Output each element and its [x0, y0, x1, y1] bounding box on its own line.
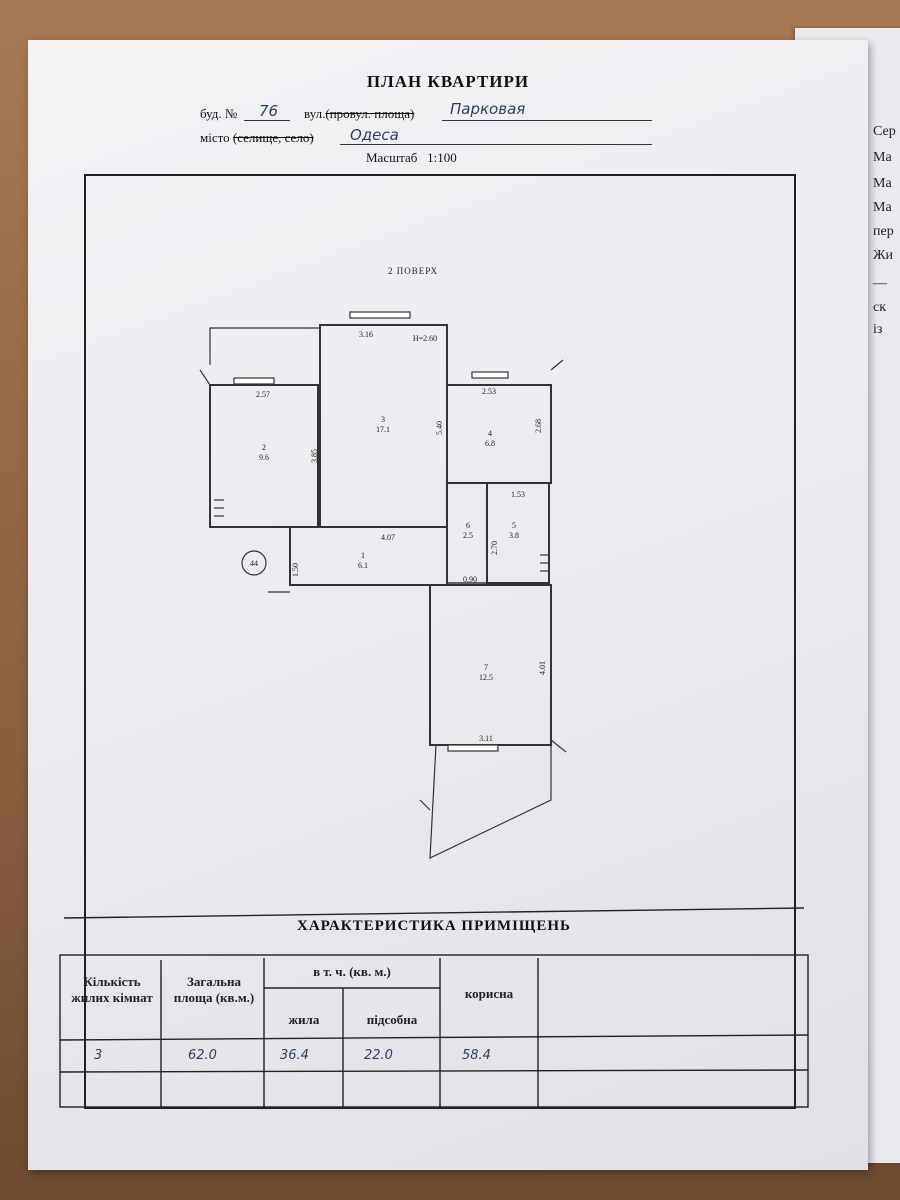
apartment-marker-circle	[241, 550, 267, 576]
right-text-line: пер	[873, 224, 894, 239]
window	[447, 744, 499, 752]
city-value: Одеса	[350, 126, 399, 144]
col-header-including: в т. ч. (кв. м.)	[313, 964, 391, 979]
right-text-line: Ма	[873, 200, 892, 215]
right-text-line: Жи	[873, 248, 894, 263]
floor-plan-document: ПЛАН КВАРТИРИ буд. № 76 вул.(провул. пло…	[28, 40, 868, 1170]
dimension-label: 3.16	[359, 330, 373, 339]
room-2-outline	[209, 384, 319, 528]
col-header-rooms: Кількість жилих кімнат	[71, 974, 153, 1005]
col-header-living: жила	[288, 1012, 320, 1027]
city-struck: (селище, село)	[232, 130, 314, 145]
room-number: 4	[488, 429, 492, 438]
value-useful: 58.4	[462, 1048, 491, 1063]
room-area: 12.5	[479, 673, 493, 682]
city-label: місто (селище, село)	[200, 130, 314, 145]
value-auxiliary: 22.0	[364, 1048, 393, 1063]
col-header-total: Загальна площа (кв.м.)	[173, 974, 255, 1005]
city-underline	[340, 144, 652, 145]
street-underline	[442, 120, 652, 121]
value-rooms: 3	[94, 1048, 103, 1063]
value-total: 62.0	[188, 1048, 217, 1063]
room-area: 6.1	[358, 561, 368, 570]
loggia	[429, 744, 552, 859]
characteristics-table-grid	[59, 907, 809, 1108]
right-text-line: Ма	[873, 176, 892, 191]
value-living: 36.4	[280, 1048, 309, 1063]
room-area: 2.5	[463, 531, 473, 540]
room-number: 3	[381, 415, 385, 424]
building-underline	[244, 120, 290, 121]
plan-frame	[84, 174, 796, 1109]
dimension-label: 2.53	[482, 387, 496, 396]
dimension-label: 2.57	[256, 390, 270, 399]
dimension-label: 3.11	[479, 734, 493, 743]
room-number: 1	[361, 551, 365, 560]
window	[471, 371, 509, 379]
room-1-outline	[289, 526, 448, 586]
dimension-label: 0.90	[463, 575, 477, 584]
right-text-line: —	[873, 276, 887, 291]
street-struck: (провул. площа)	[325, 106, 415, 121]
dimension-label: 4.07	[381, 533, 395, 542]
col-header-useful: корисна	[464, 986, 514, 1001]
room-area: 9.6	[259, 453, 269, 462]
document-title: ПЛАН КВАРТИРИ	[366, 72, 530, 91]
scale-line: Масштаб 1:100	[366, 150, 457, 165]
building-label: буд. №	[200, 106, 238, 121]
right-text-line: Сер	[873, 124, 896, 139]
col-header-auxiliary: підсобна	[366, 1012, 418, 1027]
room-area: 17.1	[376, 425, 390, 434]
apartment-marker: 44	[250, 559, 258, 568]
room-number: 6	[466, 521, 470, 530]
street-value: Парковая	[450, 100, 526, 118]
room-area: 3.8	[509, 531, 519, 540]
right-text-line: ск	[873, 300, 887, 315]
characteristics-title: ХАРАКТЕРИСТИКА ПРИМІЩЕНЬ	[297, 918, 571, 934]
building-number: 76	[259, 102, 279, 120]
window	[233, 377, 275, 385]
right-text-line: із	[873, 322, 883, 337]
room-area: 6.8	[485, 439, 495, 448]
room-number: 7	[484, 663, 488, 672]
room-number: 2	[262, 443, 266, 452]
street-label: вул.(провул. площа)	[304, 106, 415, 121]
floor-plan-drawing	[199, 311, 567, 859]
window	[349, 311, 411, 319]
dimension-label: 1.53	[511, 490, 525, 499]
floor-label: 2 ПОВЕРХ	[388, 266, 439, 276]
room-number: 5	[512, 521, 516, 530]
ceiling-height: Н=2.60	[412, 334, 438, 343]
right-text-line: Ма	[873, 150, 892, 165]
